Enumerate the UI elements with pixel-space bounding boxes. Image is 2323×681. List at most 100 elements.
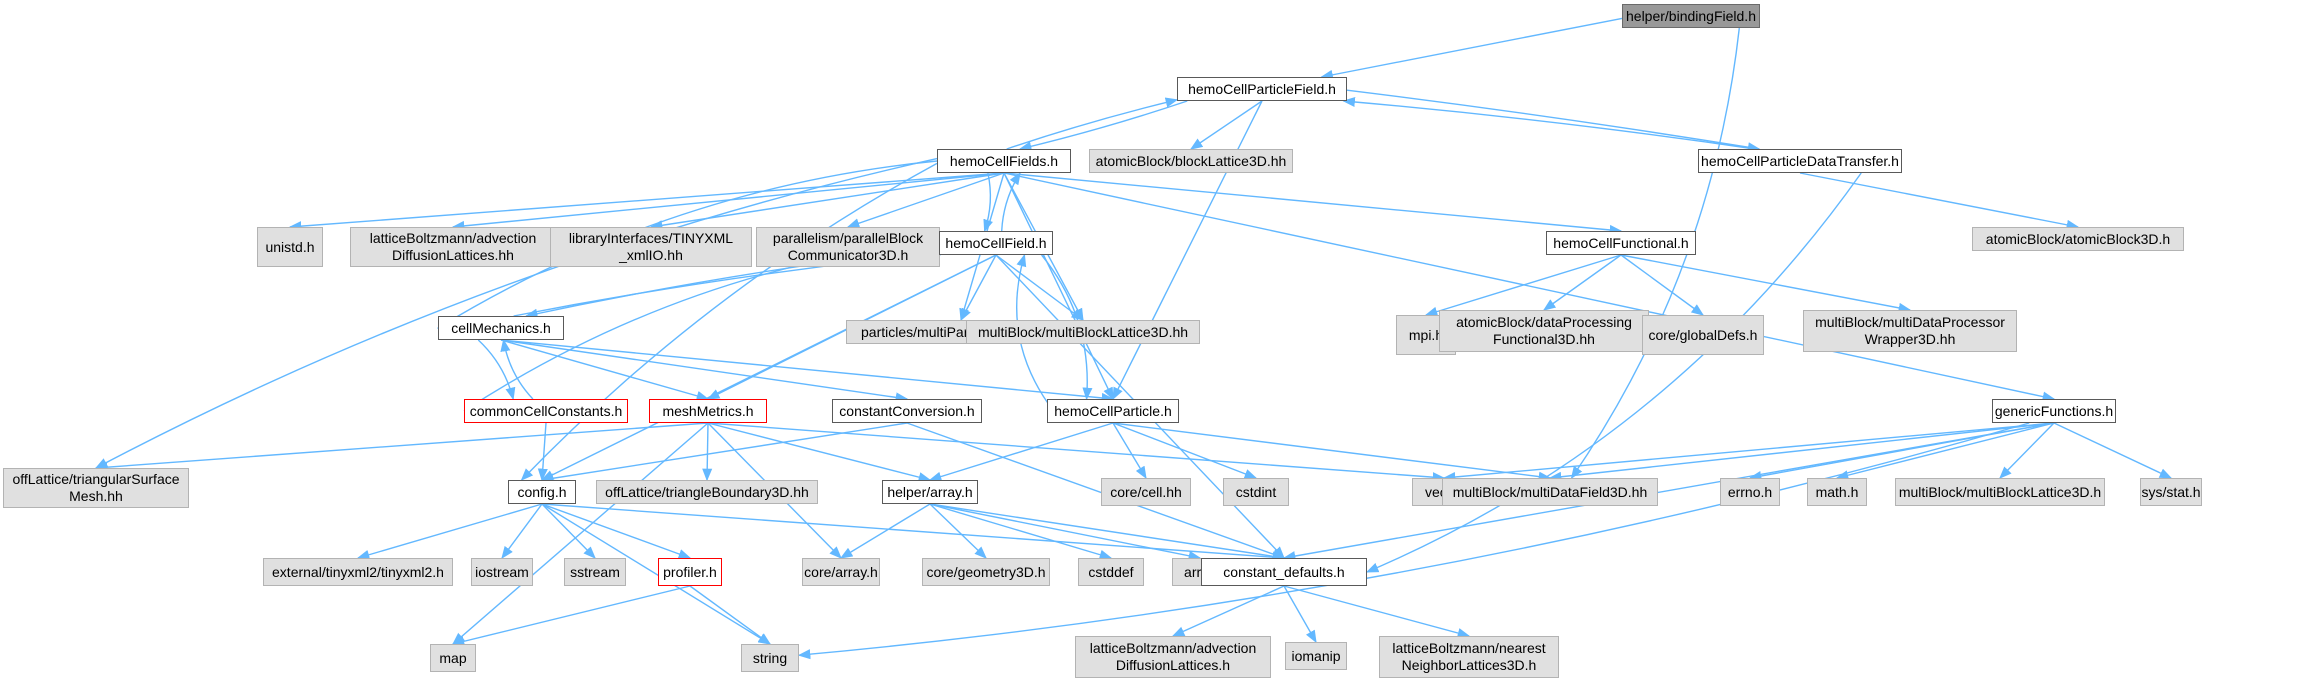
node-tinyxml2: external/tinyxml2/tinyxml2.h xyxy=(263,558,453,586)
edge-hcpdt-to-hcpf xyxy=(1342,96,1756,150)
edge-cellMechanics-to-constConv xyxy=(500,339,909,403)
edge-meshMetrics-to-vector xyxy=(707,422,1446,483)
edge-helperArray-to-cstddef xyxy=(929,503,1113,560)
node-blockLattice: atomicBlock/blockLattice3D.hh xyxy=(1089,149,1293,173)
edge-hcfields-to-hcfield xyxy=(983,172,993,233)
edge-helperArray-to-array xyxy=(929,503,1202,561)
node-bindingField: helper/bindingField.h xyxy=(1622,4,1760,28)
edge-config-to-sstream xyxy=(541,503,596,559)
edge-hcparticle-to-cstdint xyxy=(1112,422,1258,479)
edge-hcpdt-to-atomicBlock xyxy=(1799,172,2080,230)
node-cellMechanics[interactable]: cellMechanics.h xyxy=(438,316,564,340)
edge-cellMechanics-to-hcparticle xyxy=(500,339,1115,403)
edge-hcfield-to-mpf3d xyxy=(960,254,997,322)
node-constDefaults[interactable]: constant_defaults.h xyxy=(1201,558,1367,586)
node-map: map xyxy=(430,644,476,672)
node-coreArray: core/array.h xyxy=(802,558,880,586)
node-lbadvDL: latticeBoltzmann/advection DiffusionLatt… xyxy=(350,227,556,267)
node-cstdint: cstdint xyxy=(1223,478,1289,506)
node-genericFunctions[interactable]: genericFunctions.h xyxy=(1992,399,2116,423)
node-hcparticle[interactable]: hemoCellParticle.h xyxy=(1047,399,1179,423)
edge-genericFunctions-to-vector xyxy=(1442,422,2055,483)
edge-genericFunctions-to-sysstat xyxy=(2053,422,2173,479)
node-mdpw: multiBlock/multiDataProcessor Wrapper3D.… xyxy=(1803,310,2017,352)
node-math: math.h xyxy=(1807,478,1867,506)
node-sysstat: sys/stat.h xyxy=(2140,478,2202,506)
node-dataProcFunc: atomicBlock/dataProcessing Functional3D.… xyxy=(1439,310,1649,352)
edge-constConv-to-constDefaults xyxy=(906,422,1286,559)
node-meshMetrics[interactable]: meshMetrics.h xyxy=(649,399,767,423)
edge-hcfield-to-config xyxy=(540,254,997,481)
node-helperArray[interactable]: helper/array.h xyxy=(882,480,978,504)
edge-hcfields-to-unistd xyxy=(288,172,1005,232)
edge-genericFunctions-to-mbl3dh xyxy=(1999,422,2055,479)
node-mbl3dh: multiBlock/multiBlockLattice3D.h xyxy=(1895,478,2105,506)
edge-hcpf-to-hcpdt xyxy=(1346,89,1761,153)
edge-hcfields-to-parBlockComm xyxy=(846,172,1005,229)
node-coreCell: core/cell.hh xyxy=(1101,478,1191,506)
node-coreGeom: core/geometry3D.h xyxy=(922,558,1050,586)
edge-genericFunctions-to-math xyxy=(1835,422,2055,481)
edge-commonCC-to-config xyxy=(537,422,548,482)
edge-cellMechanics-to-meshMetrics xyxy=(500,339,710,401)
edge-hcfields-to-genericFunctions xyxy=(1003,172,2056,402)
edge-cellMechanics-to-commonCC xyxy=(477,339,516,401)
edge-helperArray-to-coreArray xyxy=(839,503,931,559)
node-iomanip: iomanip xyxy=(1285,642,1347,670)
edge-hcpdt-to-constDefaults xyxy=(1365,172,1862,573)
node-hcpf[interactable]: hemoCellParticleField.h xyxy=(1177,77,1347,101)
node-profiler[interactable]: profiler.h xyxy=(658,558,722,586)
edge-constDefaults-to-nnLattices xyxy=(1283,585,1471,638)
edge-hcfields-to-hcfunctional xyxy=(1003,172,1623,235)
node-unistd: unistd.h xyxy=(257,227,323,267)
edge-bindingField-to-hcpf xyxy=(1320,17,1623,80)
edge-config-to-string xyxy=(541,503,772,645)
edge-hcfields-to-triSurfMesh xyxy=(94,157,938,469)
edge-helperArray-to-coreGeom xyxy=(929,503,987,559)
node-lbadvDLh: latticeBoltzmann/advection DiffusionLatt… xyxy=(1075,636,1271,678)
edge-hcpf-to-hcparticle xyxy=(1112,100,1263,401)
edge-config-to-iostream xyxy=(501,503,543,560)
node-constConv[interactable]: constantConversion.h xyxy=(832,399,982,423)
node-iostream: iostream xyxy=(471,558,533,586)
edge-profiler-to-string xyxy=(689,585,772,645)
edge-config-to-tinyxml2 xyxy=(356,503,543,560)
node-globalDefs: core/globalDefs.h xyxy=(1642,315,1764,355)
edge-constDefaults-to-iomanip xyxy=(1283,585,1317,644)
edge-commonCC-to-cellMechanics xyxy=(500,338,534,400)
edge-meshMetrics-to-map xyxy=(452,422,709,645)
node-hcfunctional[interactable]: hemoCellFunctional.h xyxy=(1546,231,1696,255)
edge-genericFunctions-to-string xyxy=(797,422,2030,660)
edge-meshMetrics-to-helperArray xyxy=(707,422,932,483)
node-mdf3d: multiBlock/multiDataField3D.hh xyxy=(1442,478,1658,506)
node-cstddef: cstddef xyxy=(1078,558,1144,586)
edge-hcfields-to-config xyxy=(520,162,938,481)
node-mbl3dhh: multiBlock/multiBlockLattice3D.hh xyxy=(966,320,1200,344)
node-config[interactable]: config.h xyxy=(508,480,576,504)
edge-config-to-profiler xyxy=(541,503,692,559)
edge-hcparticle-to-mdf3d xyxy=(1112,422,1552,482)
edge-hcfields-to-cellMechanics xyxy=(436,160,938,329)
edge-profiler-to-map xyxy=(451,585,691,647)
edge-bindingField-to-mdf3d xyxy=(1570,27,1740,480)
node-commonCC[interactable]: commonCellConstants.h xyxy=(464,399,628,423)
node-hcpdt[interactable]: hemoCellParticleDataTransfer.h xyxy=(1698,149,1902,173)
edge-config-to-constDefaults xyxy=(541,503,1286,563)
edge-meshMetrics-to-triSurfMesh xyxy=(94,422,709,473)
edge-hcparticle-to-helperArray xyxy=(928,422,1114,482)
edge-hcfield-to-mbl3dhh xyxy=(995,254,1085,321)
edge-constDefaults-to-lbadvDLh xyxy=(1171,585,1285,637)
edge-hcfunctional-to-mdpw xyxy=(1620,254,1912,313)
edge-hcfield-to-hcfields xyxy=(1001,171,1021,232)
node-parBlockComm: parallelism/parallelBlock Communicator3D… xyxy=(756,227,940,267)
node-atomicBlock: atomicBlock/atomicBlock3D.h xyxy=(1972,227,2184,251)
node-hcfield[interactable]: hemoCellField.h xyxy=(939,231,1053,255)
edge-hcpf-to-blockLattice xyxy=(1189,100,1263,150)
edge-genericFunctions-to-constDefaults xyxy=(1282,422,2055,562)
node-nnLattices: latticeBoltzmann/nearest NeighborLattice… xyxy=(1379,636,1559,678)
node-errno: errno.h xyxy=(1720,478,1780,506)
node-hcfields[interactable]: hemoCellFields.h xyxy=(937,149,1071,173)
edge-hcparticle-to-coreCell xyxy=(1112,422,1147,480)
